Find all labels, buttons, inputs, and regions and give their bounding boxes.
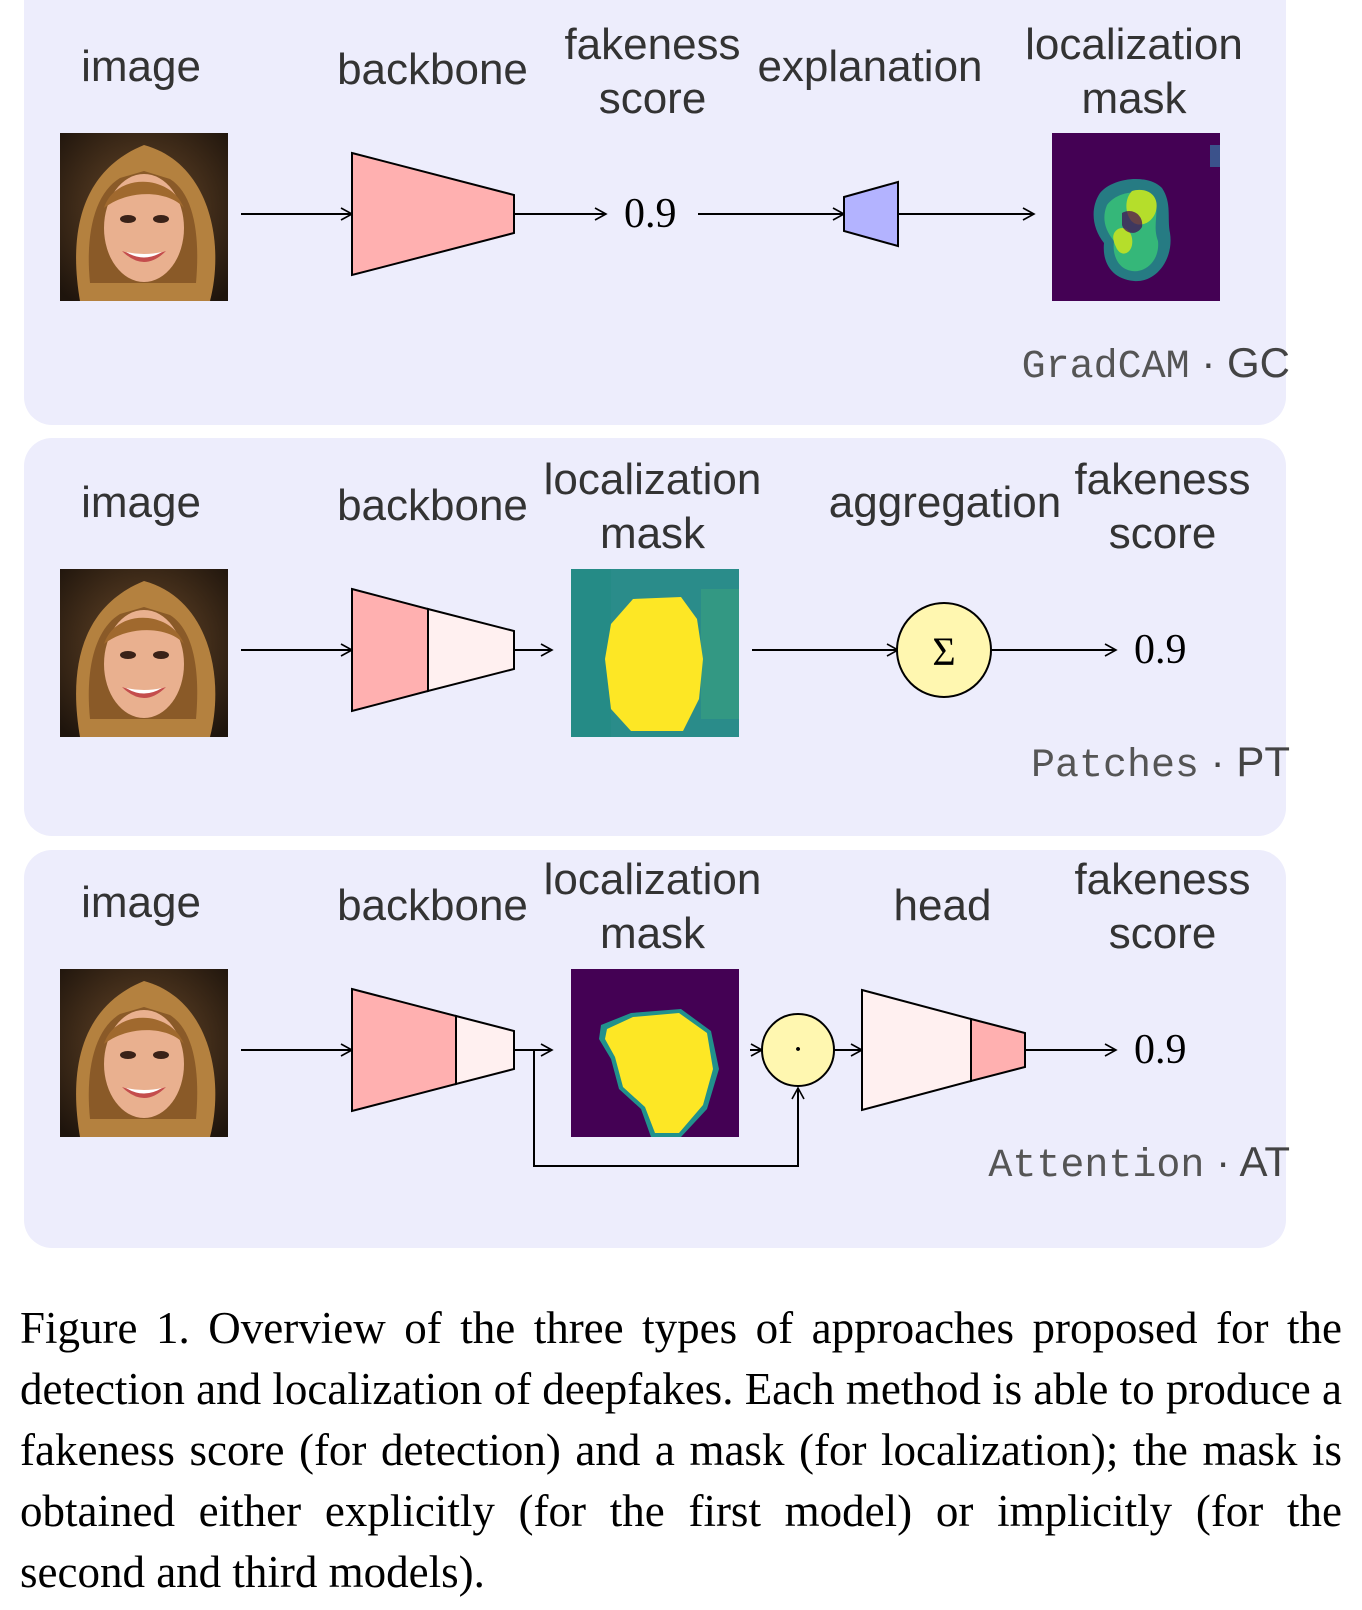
method-code: GradCAM: [1021, 345, 1190, 390]
label-head: head: [893, 881, 992, 930]
method-name-patches: Patches · PT: [1031, 741, 1290, 788]
label-line: score: [598, 74, 707, 123]
label-line: mask: [599, 509, 706, 558]
face-image: [60, 569, 228, 737]
label-image: image: [81, 42, 201, 91]
method-name-attention: Attention · AT: [988, 1141, 1290, 1188]
label-line: fakeness: [1074, 455, 1251, 504]
face-image: [60, 969, 228, 1137]
label-line: fakeness: [1074, 855, 1251, 904]
score-value: 0.9: [624, 191, 677, 237]
label-localization-mask: localization mask: [540, 453, 765, 561]
method-abbr: PT: [1236, 738, 1290, 785]
label-backbone: backbone: [337, 881, 528, 930]
label-line: fakeness: [564, 20, 741, 69]
method-separator: ·: [1201, 339, 1216, 386]
method-abbr: AT: [1239, 1138, 1290, 1185]
label-line: mask: [1081, 74, 1187, 123]
label-line: localization: [543, 855, 762, 904]
score-value: 0.9: [1134, 627, 1187, 673]
label-backbone: backbone: [337, 481, 528, 530]
label-fakeness-score: fakeness score: [1070, 453, 1255, 561]
attention-mask: [571, 969, 739, 1137]
label-image: image: [81, 478, 201, 527]
product-operator: ·: [792, 1031, 803, 1068]
label-line: mask: [599, 909, 706, 958]
label-localization-mask: localization mask: [1020, 18, 1248, 126]
method-abbr: GC: [1227, 339, 1290, 386]
label-localization-mask: localization mask: [540, 853, 765, 961]
label-aggregation: aggregation: [828, 478, 1062, 527]
label-image: image: [81, 878, 201, 927]
label-line: localization: [1025, 20, 1243, 69]
label-line: score: [1108, 909, 1217, 958]
face-image: [60, 133, 228, 301]
label-fakeness-score: fakeness score: [555, 18, 750, 126]
gradcam-mask: [1052, 133, 1220, 301]
label-fakeness-score: fakeness score: [1070, 853, 1255, 961]
method-code: Attention: [988, 1144, 1205, 1189]
patches-mask: [571, 569, 739, 737]
method-code: Patches: [1030, 744, 1199, 789]
diagram-wires: Σ ·: [241, 151, 1118, 1167]
label-line: localization: [543, 455, 762, 504]
method-separator: ·: [1210, 738, 1225, 785]
figure-caption: Figure 1. Overview of the three types of…: [20, 1303, 1342, 1597]
score-value: 0.9: [1134, 1027, 1187, 1073]
sum-operator: Σ: [932, 629, 955, 674]
label-backbone: backbone: [337, 45, 528, 94]
label-line: score: [1108, 509, 1217, 558]
label-explanation: explanation: [757, 42, 983, 91]
method-name-gradcam: GradCAM · GC: [1022, 342, 1290, 389]
method-separator: ·: [1216, 1138, 1231, 1185]
